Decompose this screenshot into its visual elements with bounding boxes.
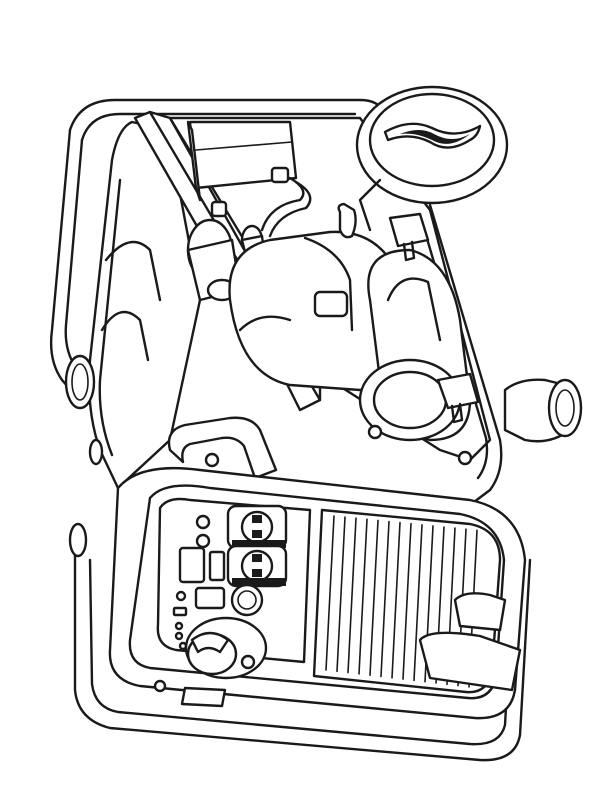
- front-face-bezel: [128, 484, 506, 700]
- top-bracket: [388, 212, 430, 248]
- side-panel-groove: [100, 310, 150, 362]
- exhaust-opening: [547, 378, 583, 438]
- small-switch-2: [172, 606, 188, 617]
- indicator-light-2: [195, 533, 211, 549]
- cage-left-bar-inner: [64, 138, 84, 370]
- fuel-line-loop-2: [268, 180, 312, 238]
- fuel-line-loop: [260, 176, 305, 232]
- side-lower-boss: [68, 522, 88, 558]
- panel-meter-right: [208, 550, 226, 582]
- vent-slat: [369, 519, 379, 677]
- battery-box-top: [186, 120, 202, 202]
- cage-top-bar-inner: [80, 112, 357, 142]
- dial-side-button: [240, 654, 256, 670]
- engine-compartment: [168, 116, 492, 466]
- vent-slat: [391, 521, 401, 679]
- small-led-2: [174, 631, 184, 641]
- vent-slat: [336, 516, 346, 673]
- fuel-tank-contour: [386, 277, 442, 342]
- engine-bolt-1: [210, 200, 228, 218]
- filter-neck: [358, 178, 382, 232]
- vent-slat: [413, 523, 423, 682]
- side-body-panel: [64, 120, 202, 558]
- front-housing: [108, 466, 527, 720]
- top-bracket-tab: [402, 240, 416, 262]
- panel-meter-left: [178, 546, 206, 584]
- battery-clip: [270, 166, 290, 184]
- outlet-top-pin-1: [252, 515, 262, 523]
- recoil-handle: [337, 202, 357, 239]
- vent-slat: [347, 517, 357, 674]
- cage-right-bar: [428, 203, 503, 507]
- side-bracket: [436, 372, 480, 410]
- dial-pointer: [190, 631, 230, 654]
- compartment-bolt-2: [457, 450, 473, 466]
- usb-port-block: [194, 586, 226, 610]
- crankcase-plate: [313, 290, 349, 318]
- handle-bolt: [204, 452, 220, 468]
- small-led-1: [174, 621, 184, 631]
- dc-outlet-inner: [237, 590, 257, 610]
- filter-cap-grip-shadow: [400, 130, 470, 144]
- cage-front-lower-bar: [73, 553, 532, 762]
- cage-front-lower-bar-inner: [88, 558, 516, 746]
- front-foot-bolt: [153, 679, 167, 693]
- battery-box-seam: [195, 141, 293, 151]
- vent-slat: [380, 520, 390, 678]
- outlet-bottom-shadow: [232, 578, 286, 586]
- start-dial: [184, 616, 268, 680]
- crankcase-curve: [238, 315, 292, 332]
- lower-frame-bracket: [453, 592, 507, 632]
- cage-left-bar: [49, 128, 77, 397]
- compartment-bolt-1: [367, 424, 383, 440]
- exhaust-outlet: [503, 378, 583, 443]
- ac-outlet-bottom: [226, 544, 288, 588]
- dc-outlet: [230, 583, 264, 617]
- crankcase-ridge: [303, 236, 354, 332]
- outlet-bottom-pin-2: [252, 569, 262, 577]
- vent-slat: [402, 522, 412, 680]
- vent-slat: [358, 518, 368, 675]
- cage-right-bar-inner: [418, 213, 489, 480]
- indicator-light-1: [195, 514, 211, 530]
- roll-cage-frame: [49, 98, 532, 762]
- air-filter-cap: [355, 85, 509, 232]
- side-panel-edge-2: [104, 240, 162, 302]
- ac-outlet-top: [226, 504, 288, 550]
- right-lower-frame: [418, 592, 522, 692]
- outlet-bottom-pin-1: [252, 554, 262, 562]
- lower-frame-rail: [418, 631, 522, 692]
- side-fuel-knob: [64, 354, 96, 410]
- small-switch-1: [175, 590, 187, 602]
- vent-slat: [325, 515, 335, 671]
- outlet-top-pin-2: [252, 530, 262, 538]
- side-vent-oval: [88, 438, 104, 466]
- side-fuel-knob-rim: [71, 363, 89, 401]
- front-lower-tab: [180, 686, 227, 708]
- side-bracket-tab: [450, 402, 464, 424]
- exhaust-opening-inner: [555, 389, 575, 427]
- side-panel-edge-1: [98, 178, 122, 457]
